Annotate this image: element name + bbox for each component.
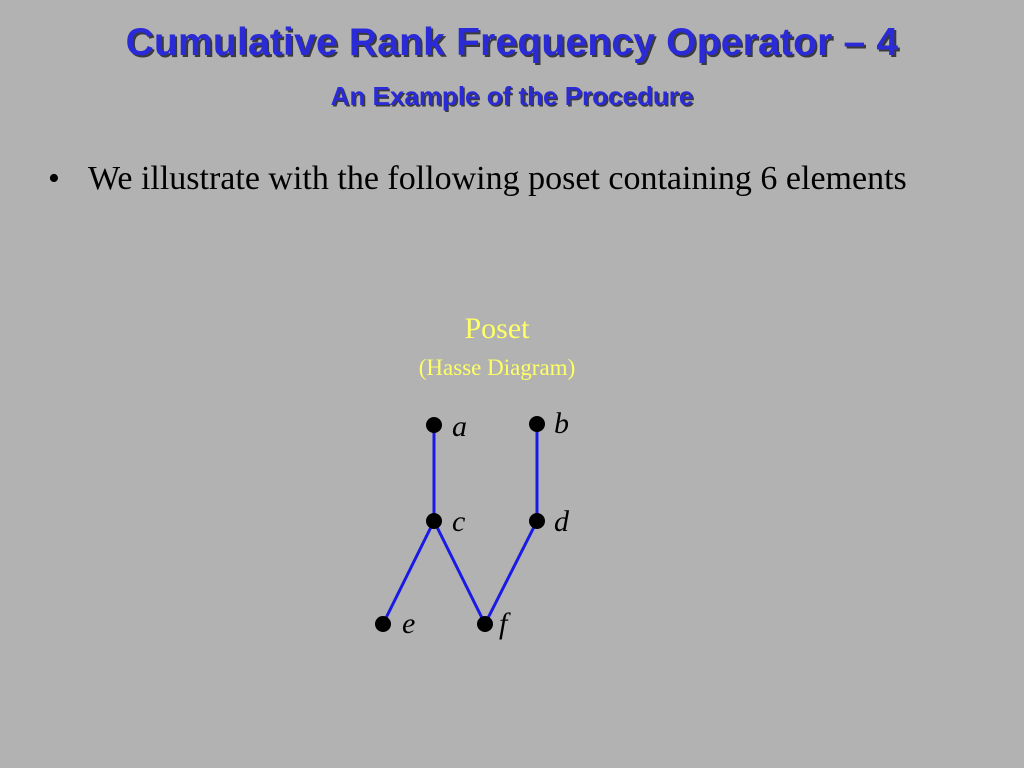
node-label-a: a xyxy=(452,410,467,443)
node-label-f: f xyxy=(499,607,511,640)
diagram-heading: Poset xyxy=(464,312,530,345)
node-label-e: e xyxy=(402,607,415,640)
diagram-subheading: (Hasse Diagram) xyxy=(419,355,575,380)
slide-title: Cumulative Rank Frequency Operator – 4 xyxy=(125,21,899,64)
node-d xyxy=(529,513,545,529)
edge-d-f xyxy=(483,520,539,625)
node-f xyxy=(477,616,493,632)
edge-c-f xyxy=(432,520,487,625)
bullet-icon: • xyxy=(48,160,60,197)
node-label-b: b xyxy=(554,407,569,440)
edge-c-e xyxy=(381,520,436,625)
node-c xyxy=(426,513,442,529)
node-a xyxy=(426,417,442,433)
node-e xyxy=(375,616,391,632)
node-b xyxy=(529,416,545,432)
edges-layer xyxy=(381,424,539,625)
nodes-layer: a b c d e f xyxy=(375,407,570,640)
bullet-text: We illustrate with the following poset c… xyxy=(88,160,907,197)
node-label-c: c xyxy=(452,505,465,538)
node-label-d: d xyxy=(554,505,570,538)
slide-subtitle: An Example of the Procedure xyxy=(330,81,694,111)
